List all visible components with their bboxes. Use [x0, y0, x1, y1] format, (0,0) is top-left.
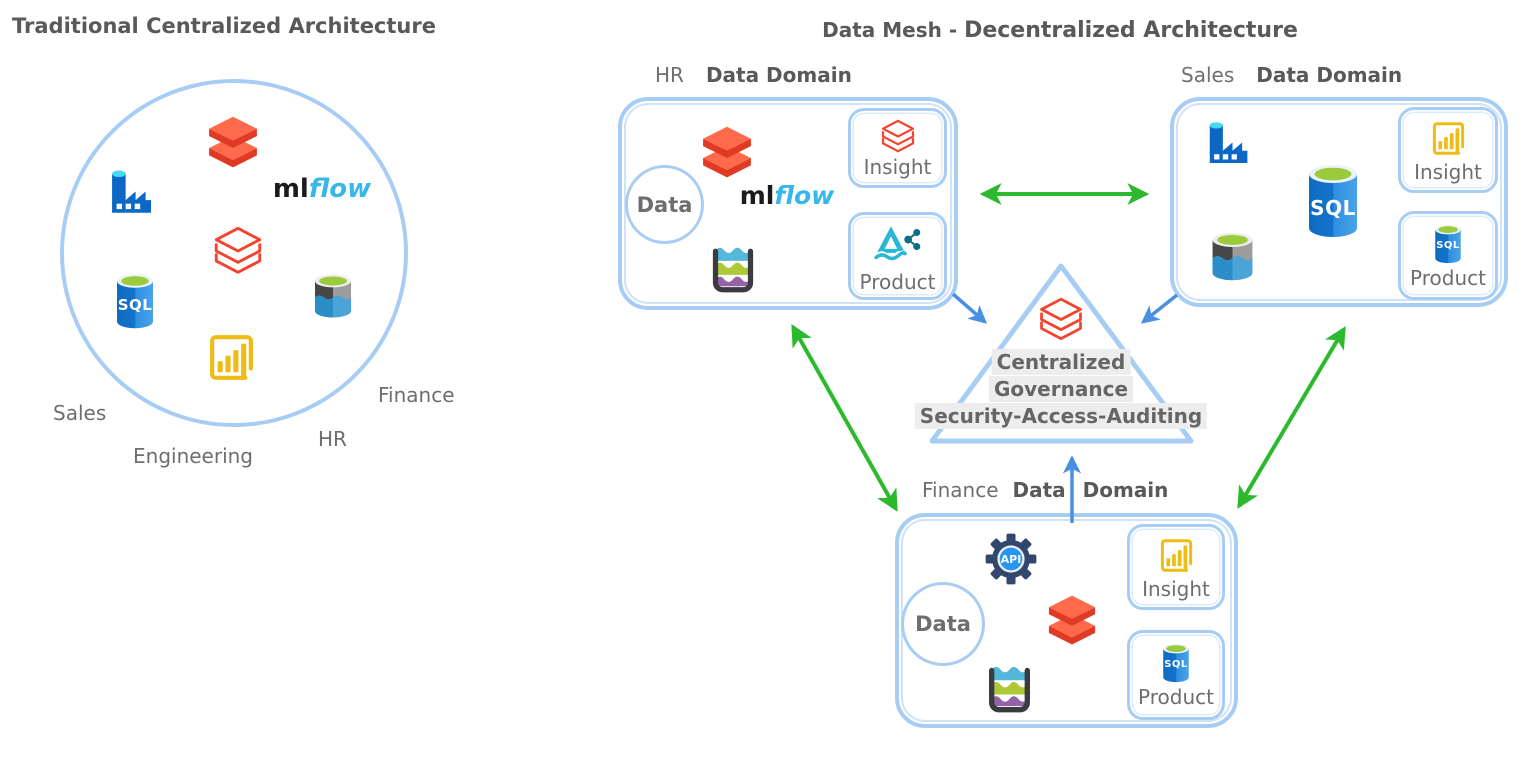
product-label: Product: [1138, 685, 1214, 709]
label-hr: HR: [318, 427, 347, 451]
arrow-sales-governance: [1140, 293, 1179, 324]
label-engineering: Engineering: [133, 444, 253, 468]
sales-insight-box: Insight: [1398, 107, 1498, 193]
right-title-main: Decentralized Architecture: [964, 18, 1298, 43]
arrow-hr-governance: [951, 292, 988, 324]
hr-product-box: Product: [848, 212, 947, 300]
mlflow-logo: mlflow: [272, 174, 372, 204]
arrow-hr-finance: [791, 324, 898, 512]
product-label: Product: [859, 269, 936, 294]
lakehouse-icon: [705, 239, 761, 295]
sql-database-icon: SQL: [1301, 160, 1365, 244]
governance-line-1: Centralized: [991, 349, 1131, 375]
left-title: Traditional Centralized Architecture: [12, 14, 436, 38]
data-factory-icon: [100, 162, 164, 220]
label-finance: Finance: [378, 383, 455, 407]
databricks-icon: [1043, 593, 1101, 648]
sql-label: SQL: [1310, 196, 1356, 220]
databricks-outline-icon: [878, 118, 918, 155]
api-gear-icon: API: [982, 530, 1040, 588]
product-label: Product: [1410, 265, 1486, 290]
sql-database-icon: SQL: [111, 272, 159, 332]
governance-line-3: Security-Access-Auditing: [914, 403, 1208, 429]
data-share-icon: [872, 220, 924, 270]
api-label: API: [1000, 553, 1022, 566]
power-bi-icon: [1153, 534, 1200, 577]
insight-label: Insight: [1142, 577, 1210, 601]
sql-database-icon: SQL: [1431, 223, 1465, 266]
data-lake-storage-icon: [1206, 228, 1259, 285]
databricks-outline-icon: [1035, 295, 1087, 344]
databricks-icon: [697, 124, 757, 181]
finance-product-box: SQL Product: [1127, 630, 1225, 720]
lakehouse-icon: [981, 658, 1038, 715]
label-sales: Sales: [53, 401, 107, 425]
right-title: Data Mesh - Decentralized Architecture: [760, 18, 1360, 43]
sql-label: SQL: [1164, 659, 1188, 670]
power-bi-icon: [1425, 117, 1472, 160]
sql-label: SQL: [1436, 239, 1460, 251]
hr-insight-box: Insight: [848, 108, 947, 188]
databricks-outline-icon: [209, 224, 267, 278]
power-bi-icon: [201, 328, 262, 387]
right-title-prefix: Data Mesh -: [822, 18, 965, 42]
sql-database-icon: SQL: [1159, 642, 1193, 685]
insight-label: Insight: [863, 155, 932, 179]
arrow-sales-finance: [1237, 326, 1346, 509]
data-lake-storage-icon: [309, 268, 357, 324]
sales-product-box: SQL Product: [1398, 211, 1498, 300]
insight-label: Insight: [1414, 160, 1482, 184]
sql-label: SQL: [117, 296, 153, 314]
governance-line-2: Governance: [988, 376, 1134, 402]
finance-data-circle: Data: [901, 582, 985, 666]
mlflow-logo: mlflow: [739, 181, 835, 210]
databricks-icon: [203, 114, 263, 171]
finance-insight-box: Insight: [1127, 524, 1225, 610]
data-factory-icon: [1198, 114, 1260, 170]
hr-data-circle: Data: [625, 165, 704, 244]
